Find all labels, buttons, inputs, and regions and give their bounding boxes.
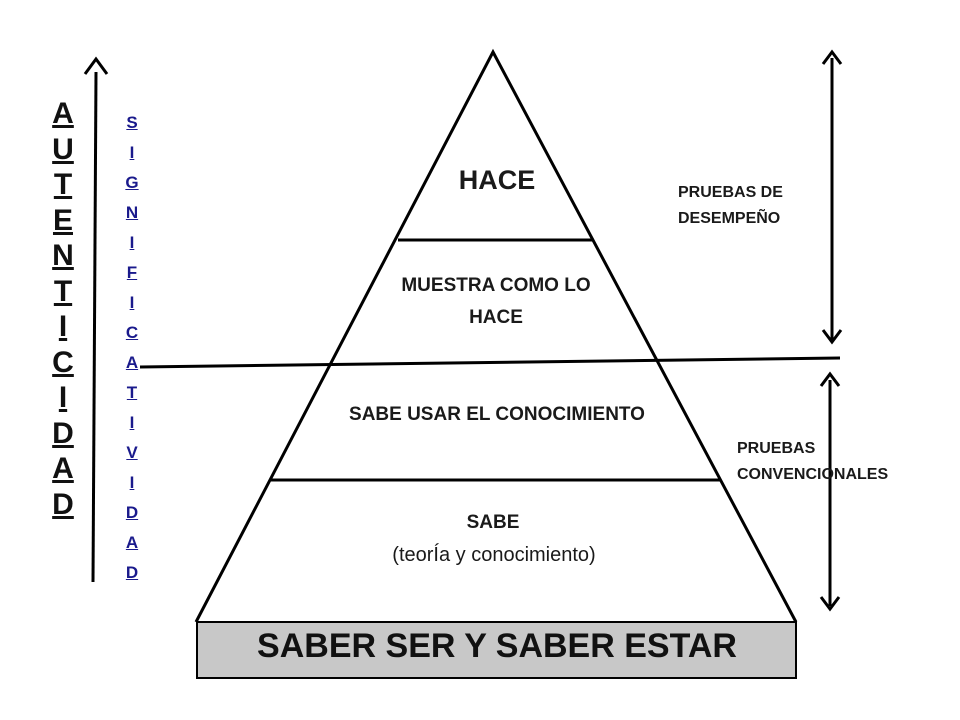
level-sabe-usar-label: SABE USAR EL CONOCIMIENTO	[349, 404, 645, 425]
convencionales-arrow-head-bottom	[819, 596, 841, 612]
significatividad-letter: F	[126, 263, 138, 282]
desempeno-arrow-head-bottom	[821, 329, 843, 345]
autenticidad-letter: U	[52, 132, 74, 166]
significatividad-letter: D	[125, 503, 139, 522]
level-muestra-label: MUESTRA COMO LO HACE	[401, 275, 591, 328]
significatividad-letter: A	[125, 533, 139, 552]
significatividad-letter: I	[129, 413, 135, 432]
autenticidad-letter: I	[58, 381, 68, 414]
autenticidad-arrow-line	[91, 71, 98, 583]
pyramid-outline	[194, 48, 798, 623]
significatividad-letter: I	[129, 473, 135, 492]
autenticidad-letter: C	[52, 345, 74, 379]
autenticidad-letter: E	[52, 203, 73, 237]
significatividad-letter: N	[125, 203, 139, 222]
autenticidad-letter: I	[58, 310, 68, 343]
significatividad-letter: S	[126, 113, 138, 132]
autenticidad-letter: T	[53, 168, 73, 201]
pruebas-convencionales-label: PRUEBAS CONVENCIONALES	[737, 440, 889, 483]
significatividad-letter: C	[125, 323, 139, 342]
autenticidad-letter: A	[52, 97, 74, 130]
autenticidad-letter: D	[52, 487, 74, 521]
significatividad-letter: T	[126, 383, 138, 402]
base-box	[196, 621, 797, 679]
significatividad-letter: I	[129, 293, 135, 312]
significatividad-letter: D	[125, 563, 139, 582]
autenticidad-arrow-head	[83, 56, 109, 75]
autenticidad-letter: N	[52, 239, 74, 272]
autenticidad-letter: A	[52, 452, 74, 485]
level-hace-label: HACE	[458, 165, 536, 195]
pruebas-desempeno-label: PRUEBAS DE DESEMPEÑO	[678, 184, 783, 227]
significatividad-letter: V	[126, 443, 138, 462]
significatividad-letter: I	[129, 233, 135, 252]
desempeno-arrow-head-top	[821, 49, 843, 65]
level-sabe-subtitle: (teorÍa y conocimiento)	[392, 544, 596, 566]
significatividad-letter: A	[125, 353, 139, 372]
level-sabe-title: SABE	[466, 512, 520, 533]
autenticidad-letter: D	[52, 416, 74, 450]
base-label: SABER SER Y SABER ESTAR	[257, 627, 737, 665]
convencionales-arrow-head-top	[819, 371, 841, 387]
autenticidad-letter: T	[53, 274, 73, 308]
divider-horizontal-long	[139, 356, 841, 369]
significatividad-letter: G	[125, 173, 139, 192]
significatividad-letter: I	[129, 143, 135, 162]
